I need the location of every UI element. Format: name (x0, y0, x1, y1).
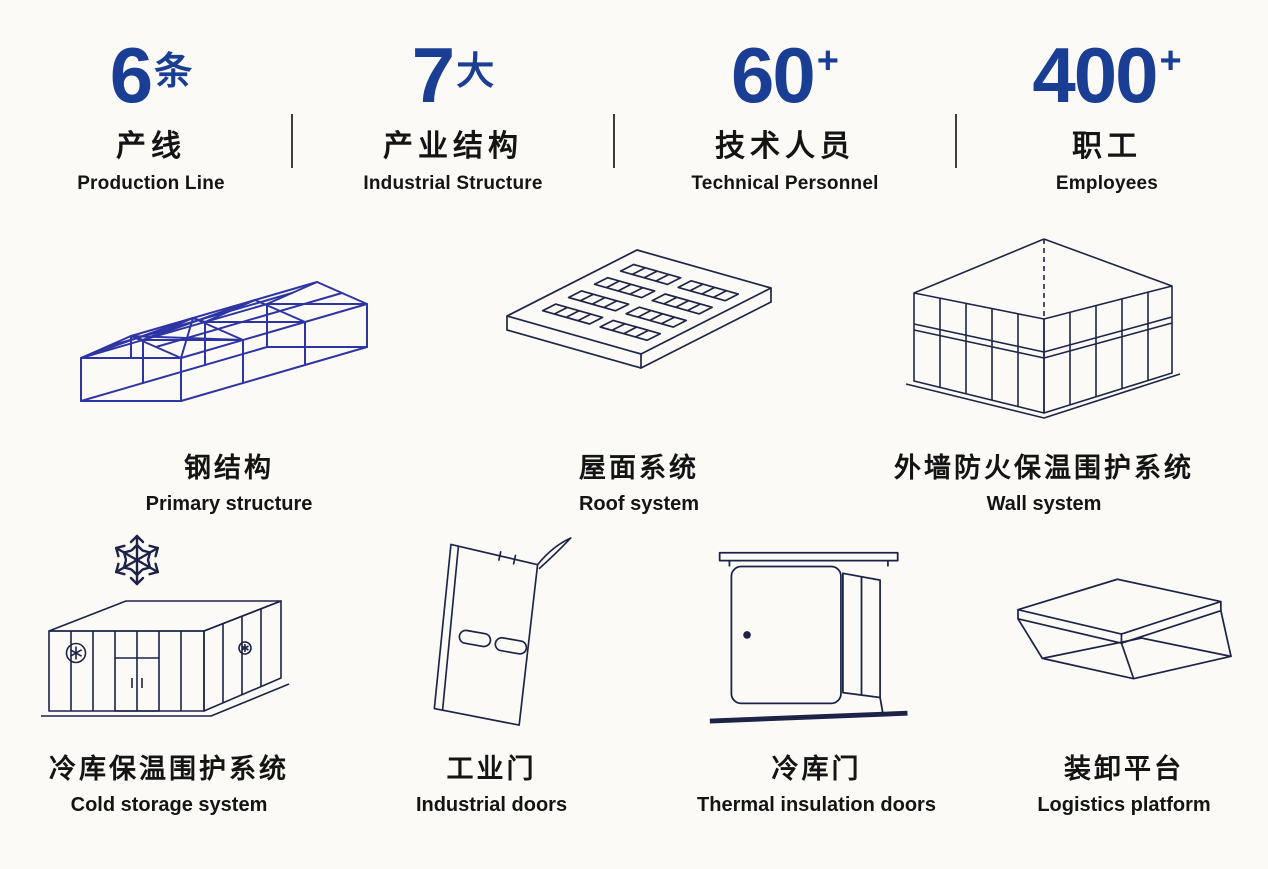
stat-unit: 大 (456, 51, 495, 93)
wall-system-icon (824, 229, 1264, 434)
stat-unit: 条 (154, 51, 193, 93)
stat-label-zh: 产线 (116, 129, 186, 163)
stat-label-en: Industrial Structure (363, 172, 543, 194)
snowflake-icon (112, 535, 162, 586)
product-loading-platform: 装卸平台 Logistics platform (984, 530, 1264, 817)
product-cold-door: 冷库门 Thermal insulation doors (649, 530, 984, 817)
product-industrial-door: 工业门 Industrial doors (334, 530, 649, 817)
stat-number-group: 7 大 (299, 31, 607, 119)
product-label-en: Thermal insulation doors (697, 793, 936, 816)
stat-number: 7 (411, 31, 455, 119)
product-label-zh: 钢结构 (184, 452, 274, 483)
product-steel-structure: 钢结构 Primary structure (4, 229, 454, 516)
stat-label-zh: 职工 (1072, 129, 1142, 163)
stat-number: 400 (1032, 31, 1158, 119)
product-label-en: Cold storage system (70, 793, 268, 816)
stat-technical-personnel: 60 + 技术人员 Technical Personnel (615, 31, 955, 195)
cold-storage-icon (4, 530, 334, 735)
product-label-en: Roof system (578, 492, 700, 515)
stat-number-group: 6 条 (17, 31, 285, 119)
stat-label-en: Production Line (77, 172, 225, 194)
product-wall-system: 外墙防火保温围护系统 Wall system (824, 229, 1264, 516)
stat-label-zh: 技术人员 (715, 129, 855, 163)
product-label-zh: 屋面系统 (579, 452, 699, 483)
stats-divider (613, 114, 615, 168)
roof-system-icon (454, 229, 824, 434)
product-label-en: Primary structure (145, 492, 313, 515)
product-label-zh: 冷库保温围护系统 (49, 753, 289, 784)
stat-label-en: Technical Personnel (691, 172, 879, 194)
stat-industrial-structure: 7 大 产业结构 Industrial Structure (293, 31, 613, 195)
stat-label-zh: 产业结构 (383, 129, 523, 163)
stat-number: 6 (109, 31, 153, 119)
stats-row: 6 条 产线 Production Line 7 大 产业结构 Industri… (0, 31, 1268, 195)
products-row-1: 钢结构 Primary structure (0, 229, 1268, 516)
stat-number-group: 400 + (963, 31, 1251, 119)
stat-number-group: 60 + (621, 31, 949, 119)
product-label-en: Logistics platform (1037, 793, 1211, 816)
stat-label-en: Employees (1055, 172, 1159, 194)
cold-door-icon (649, 530, 984, 735)
stat-unit: + (816, 40, 839, 82)
stats-divider (291, 114, 293, 168)
product-label-en: Wall system (986, 492, 1102, 515)
stat-number: 60 (731, 31, 816, 119)
product-roof-system: 屋面系统 Roof system (454, 229, 824, 516)
products-row-2: 冷库保温围护系统 Cold storage system (0, 530, 1268, 817)
stats-divider (955, 114, 957, 168)
loading-platform-icon (984, 530, 1264, 735)
stat-unit: + (1159, 40, 1182, 82)
stat-production-line: 6 条 产线 Production Line (11, 31, 291, 195)
product-cold-storage: 冷库保温围护系统 Cold storage system (4, 530, 334, 817)
stat-employees: 400 + 职工 Employees (957, 31, 1257, 195)
product-label-zh: 冷库门 (771, 753, 862, 784)
industrial-door-icon (334, 530, 649, 735)
product-label-en: Industrial doors (415, 793, 568, 816)
product-label-zh: 外墙防火保温围护系统 (894, 452, 1194, 483)
product-label-zh: 装卸平台 (1064, 753, 1184, 784)
product-label-zh: 工业门 (446, 753, 537, 784)
steel-structure-icon (4, 229, 454, 434)
